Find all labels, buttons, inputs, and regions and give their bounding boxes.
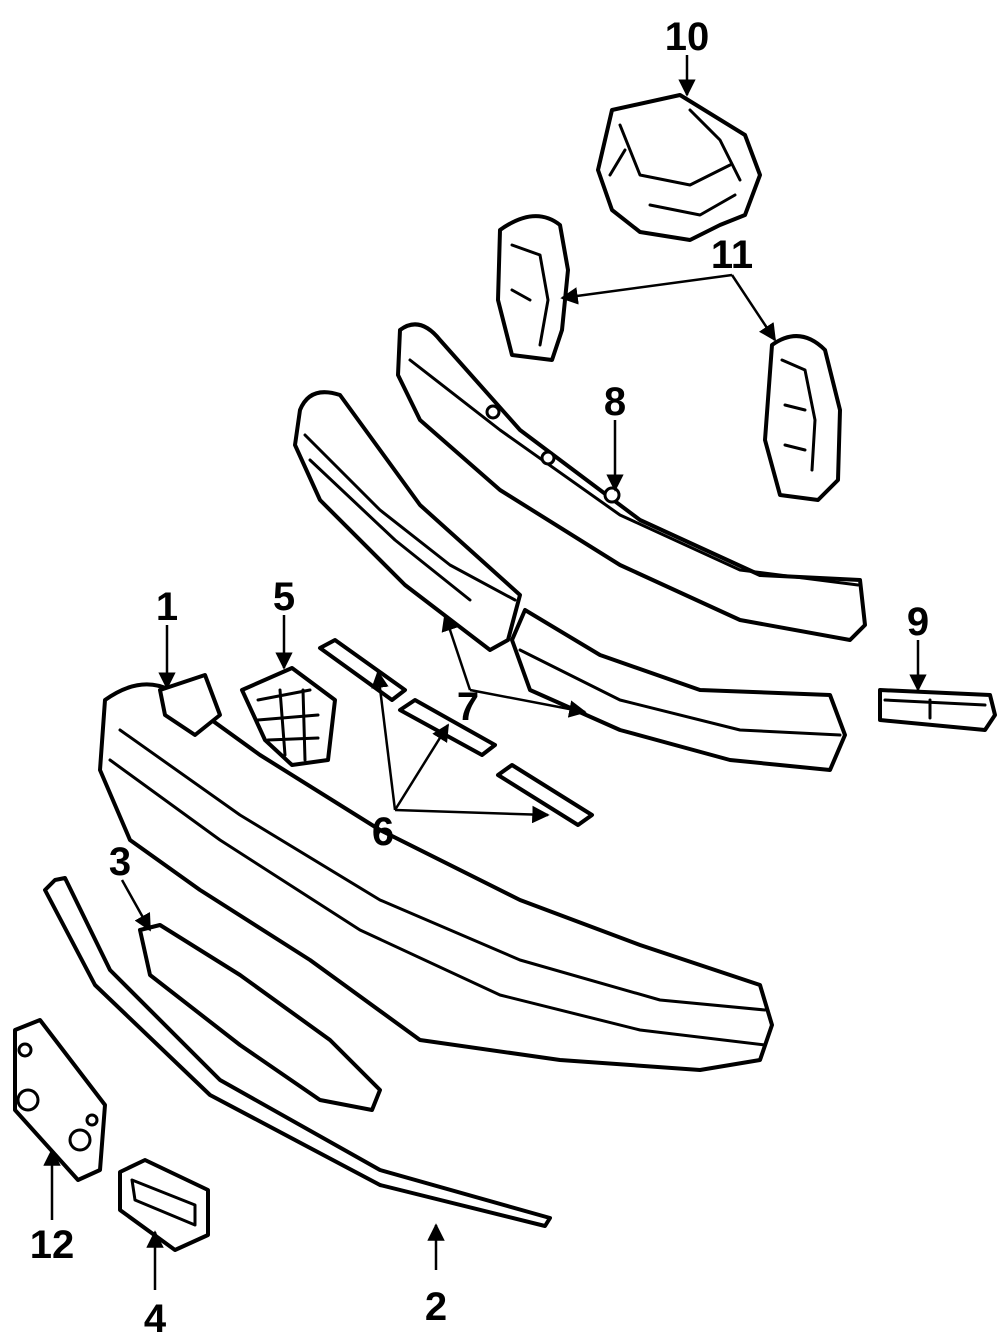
part-3-valance bbox=[138, 923, 382, 1112]
part-11-right-shield bbox=[763, 334, 842, 502]
callout-5: 5 bbox=[273, 575, 295, 619]
part-9-bracket bbox=[878, 688, 997, 732]
callout-12: 12 bbox=[30, 1223, 75, 1267]
callout-10: 10 bbox=[665, 15, 710, 59]
part-1-bumper-cover bbox=[98, 673, 774, 1072]
part-7-absorber-left bbox=[293, 390, 522, 652]
callout-9: 9 bbox=[907, 600, 929, 644]
part-8-reinforcement bbox=[396, 322, 867, 642]
callout-6: 6 bbox=[372, 810, 394, 854]
leader-lines bbox=[43, 55, 927, 1290]
part-10-bracket bbox=[596, 93, 762, 242]
callout-11: 11 bbox=[711, 233, 753, 277]
callout-7: 7 bbox=[457, 685, 479, 729]
part-6-strip-3 bbox=[496, 763, 594, 827]
callout-2: 2 bbox=[425, 1285, 447, 1329]
part-11-left-shield bbox=[496, 214, 570, 362]
callout-1: 1 bbox=[156, 585, 178, 629]
part-2-lower-strip bbox=[43, 876, 552, 1228]
part-12-plate-bracket bbox=[13, 1018, 107, 1182]
part-4-insert bbox=[118, 1158, 210, 1252]
part-6-strip-1 bbox=[318, 638, 407, 702]
callout-3: 3 bbox=[109, 840, 131, 884]
part-7-absorber-right bbox=[510, 608, 847, 772]
callout-4: 4 bbox=[144, 1297, 167, 1340]
callout-8: 8 bbox=[604, 380, 626, 424]
